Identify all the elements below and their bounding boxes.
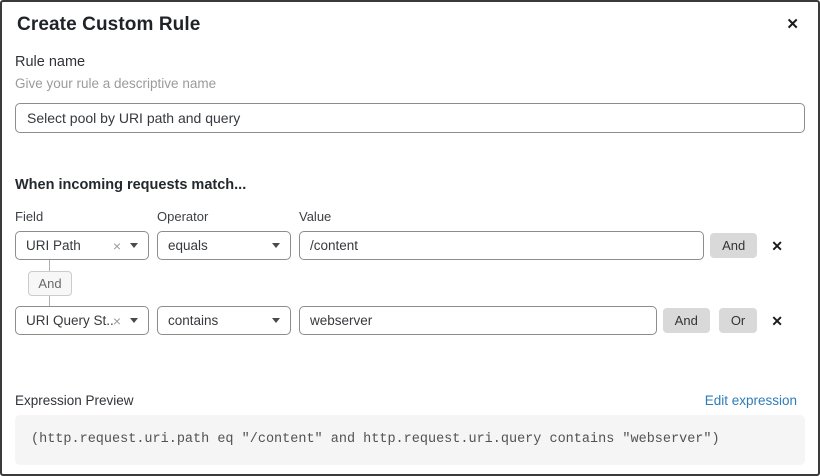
field-column-header: Field bbox=[15, 209, 44, 224]
rule-name-helper: Give your rule a descriptive name bbox=[15, 76, 217, 91]
field-select[interactable]: URI Query St... × bbox=[15, 306, 149, 335]
value-column-header: Value bbox=[299, 209, 332, 224]
chevron-down-icon bbox=[130, 243, 138, 248]
operator-select-value: contains bbox=[168, 313, 219, 328]
expression-preview-header: Expression Preview Edit expression bbox=[15, 393, 805, 408]
and-button[interactable]: And bbox=[710, 233, 758, 258]
clear-icon[interactable]: × bbox=[112, 237, 121, 254]
condition-row-2: URI Query St... × contains And Or ✕ bbox=[15, 306, 805, 335]
operator-select-value: equals bbox=[168, 238, 208, 253]
clear-icon[interactable]: × bbox=[112, 312, 121, 329]
operator-select[interactable]: equals bbox=[157, 231, 291, 260]
connector-and-badge: And bbox=[28, 271, 72, 296]
close-icon[interactable]: ✕ bbox=[782, 15, 803, 34]
matcher-heading: When incoming requests match... bbox=[15, 177, 247, 193]
edit-expression-link[interactable]: Edit expression bbox=[704, 393, 797, 408]
condition-row-1: URI Path × equals And ✕ bbox=[15, 231, 805, 260]
chevron-down-icon bbox=[130, 318, 138, 323]
field-select[interactable]: URI Path × bbox=[15, 231, 149, 260]
value-input[interactable] bbox=[299, 231, 705, 260]
condition-connector: And bbox=[15, 260, 805, 306]
field-select-value: URI Path bbox=[26, 238, 81, 253]
delete-condition-icon[interactable]: ✕ bbox=[771, 312, 783, 329]
connector-line bbox=[49, 296, 50, 306]
rule-name-label: Rule name bbox=[15, 54, 86, 70]
operator-column-header: Operator bbox=[157, 209, 209, 224]
column-headers: Field Operator Value bbox=[15, 209, 805, 224]
expression-preview-label: Expression Preview bbox=[15, 393, 134, 408]
expression-code: (http.request.uri.path eq "/content" and… bbox=[15, 415, 805, 465]
dialog-header: Create Custom Rule ✕ bbox=[15, 14, 805, 36]
value-input[interactable] bbox=[299, 306, 657, 335]
and-button[interactable]: And bbox=[662, 308, 710, 333]
field-select-value: URI Query St... bbox=[26, 313, 113, 328]
rule-name-input[interactable] bbox=[15, 103, 805, 133]
delete-condition-icon[interactable]: ✕ bbox=[771, 237, 783, 254]
or-button[interactable]: Or bbox=[718, 308, 758, 333]
operator-select[interactable]: contains bbox=[157, 306, 291, 335]
dialog-title: Create Custom Rule bbox=[17, 14, 201, 35]
chevron-down-icon bbox=[272, 318, 280, 323]
chevron-down-icon bbox=[272, 243, 280, 248]
connector-line bbox=[49, 260, 50, 271]
